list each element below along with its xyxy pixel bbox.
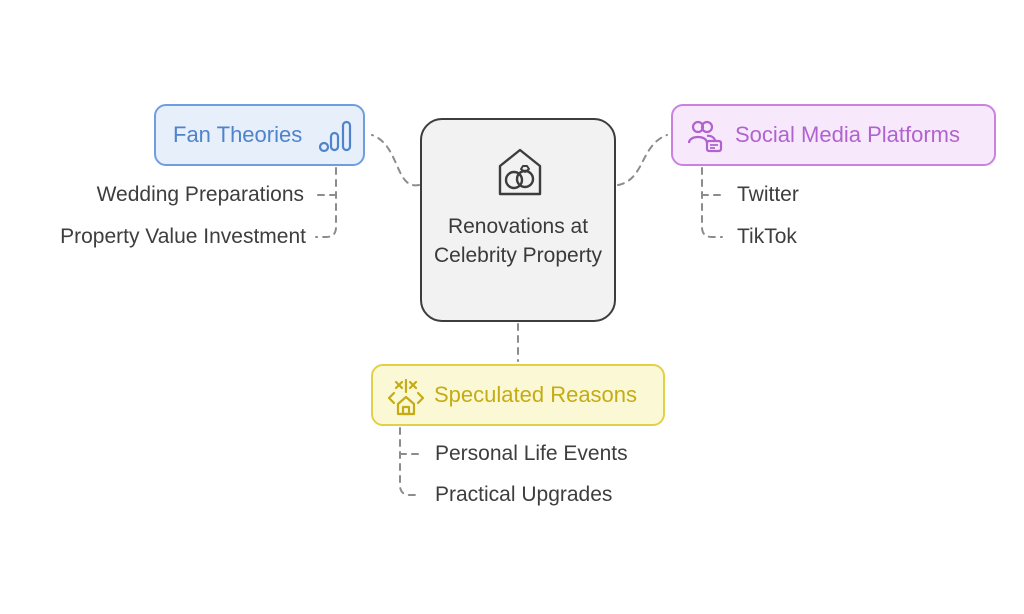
leaf-tiktok: TikTok xyxy=(737,225,797,248)
leaf-practical-upgrades: Practical Upgrades xyxy=(435,483,613,506)
social-media-node[interactable]: Social Media Platforms xyxy=(671,104,996,166)
leaf-wedding-preparations: Wedding Preparations xyxy=(96,183,304,206)
house-arrows-icon xyxy=(387,378,425,421)
leaf-twitter: Twitter xyxy=(737,183,799,206)
connector-center-fan xyxy=(371,134,420,187)
speculated-reasons-node[interactable]: Speculated Reasons xyxy=(371,364,665,426)
fan-theories-node[interactable]: Fan Theories xyxy=(154,104,365,166)
social-media-label: Social Media Platforms xyxy=(735,122,960,147)
users-chat-icon xyxy=(687,119,725,160)
fan-theories-label: Fan Theories xyxy=(173,122,303,147)
house-rings-icon xyxy=(496,146,544,203)
connector-center-social xyxy=(617,134,668,186)
connector-fan-leaves xyxy=(315,167,337,238)
connector-spec-leaves xyxy=(399,427,421,496)
bar-chart-icon xyxy=(318,119,354,158)
center-label: Renovations at Celebrity Property xyxy=(433,215,603,267)
leaf-property-value-investment: Property Value Investment xyxy=(60,225,306,248)
leaf-personal-life-events: Personal Life Events xyxy=(435,442,628,465)
center-node[interactable]: Renovations at Celebrity Property xyxy=(420,118,616,322)
speculated-reasons-label: Speculated Reasons xyxy=(434,382,638,407)
connector-social-leaves xyxy=(701,167,723,238)
